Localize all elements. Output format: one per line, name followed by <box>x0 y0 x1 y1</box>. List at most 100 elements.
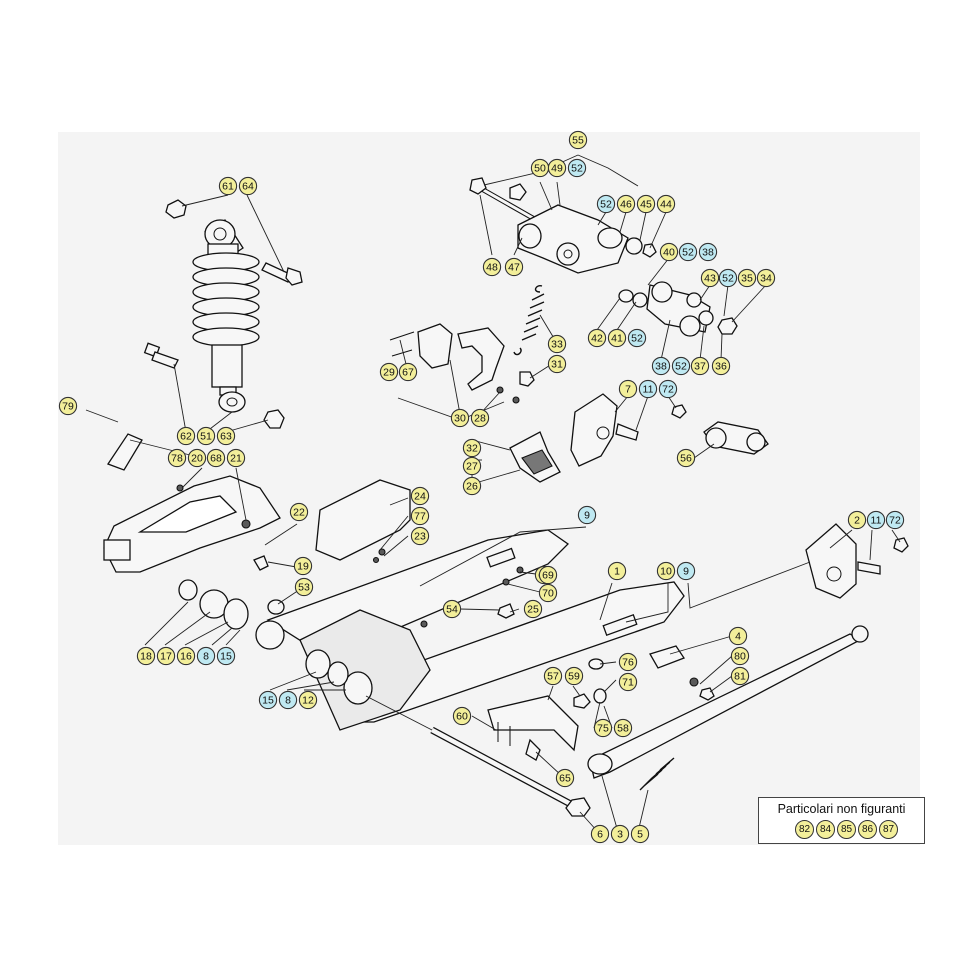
callout-number: 55 <box>572 135 584 147</box>
legend-item: 87 <box>879 820 898 839</box>
callout-47: 47 <box>504 257 524 277</box>
callout-bubble <box>587 328 607 348</box>
callout-bubble <box>730 666 750 686</box>
legend-item: 82 <box>795 820 814 839</box>
callout-bubble <box>607 561 627 581</box>
callout-bubble <box>238 176 258 196</box>
callout-36: 36 <box>711 356 731 376</box>
callout-number: 35 <box>741 273 753 285</box>
callout-number: 65 <box>559 773 571 785</box>
callout-52: 52 <box>627 328 647 348</box>
callout-bubble <box>700 268 720 288</box>
callout-bubble <box>627 328 647 348</box>
callout-bubble <box>462 456 482 476</box>
callout-9: 9 <box>577 505 597 525</box>
callout-bubble <box>678 242 698 262</box>
swingarm-pivot-axle <box>430 726 591 817</box>
callout-bubble <box>196 426 216 446</box>
brake-rod-spring <box>639 757 675 791</box>
callout-bubble <box>450 408 470 428</box>
callout-10: 10 <box>656 561 676 581</box>
callout-bubble <box>58 396 78 416</box>
callout-bubble <box>656 194 676 214</box>
callout-50: 50 <box>530 158 550 178</box>
brake-rod <box>587 625 869 779</box>
callout-number: 29 <box>383 367 395 379</box>
callout-62: 62 <box>176 426 196 446</box>
callout-bubble <box>728 626 748 646</box>
callout-number: 52 <box>631 333 643 345</box>
callout-number: 8 <box>285 695 291 707</box>
callout-45: 45 <box>636 194 656 214</box>
callout-number: 15 <box>262 695 274 707</box>
callout-bubble <box>289 502 309 522</box>
callout-bubble <box>278 690 298 710</box>
callout-bubble <box>613 718 633 738</box>
callout-number: 61 <box>222 181 234 193</box>
callout-43: 43 <box>700 268 720 288</box>
callout-61: 61 <box>218 176 238 196</box>
callout-bubble <box>218 176 238 196</box>
callout-number: 24 <box>414 491 426 503</box>
callout-bubble <box>176 426 196 446</box>
callout-bubble <box>547 158 567 178</box>
callout-number: 20 <box>191 453 203 465</box>
callout-bubble <box>658 379 678 399</box>
callout-bubble <box>567 158 587 178</box>
callout-20: 20 <box>187 448 207 468</box>
callout-52: 52 <box>678 242 698 262</box>
callout-bubble <box>470 408 490 428</box>
callout-number: 59 <box>568 671 580 683</box>
callout-71: 71 <box>618 672 638 692</box>
callout-bubble <box>462 476 482 496</box>
callout-number: 8 <box>203 651 209 663</box>
callout-number: 76 <box>622 657 634 669</box>
shock-lower-bolt <box>143 342 285 429</box>
callout-54: 54 <box>442 599 462 619</box>
callout-76: 76 <box>618 652 638 672</box>
callout-bubble <box>607 328 627 348</box>
callout-bubble <box>482 257 502 277</box>
callout-26: 26 <box>462 476 482 496</box>
callout-number: 5 <box>637 829 643 841</box>
callout-69: 69 <box>538 565 558 585</box>
callout-number: 36 <box>715 361 727 373</box>
callout-bubble <box>293 556 313 576</box>
callout-6: 6 <box>590 824 610 844</box>
callout-64: 64 <box>238 176 258 196</box>
callout-number: 1 <box>614 566 620 578</box>
callout-32: 32 <box>462 438 482 458</box>
callout-59: 59 <box>564 666 584 686</box>
callout-bubble <box>659 242 679 262</box>
callout-bubble <box>206 448 226 468</box>
callout-bubble <box>676 561 696 581</box>
callout-8: 8 <box>196 646 216 666</box>
callout-number: 47 <box>508 262 520 274</box>
callout-number: 51 <box>200 431 212 443</box>
return-spring <box>513 284 545 356</box>
callout-46: 46 <box>616 194 636 214</box>
callout-23: 23 <box>410 526 430 546</box>
legend-item: 85 <box>837 820 856 839</box>
callout-bubble <box>618 672 638 692</box>
callout-number: 28 <box>474 413 486 425</box>
callout-bubble <box>167 448 187 468</box>
callout-bubble <box>638 379 658 399</box>
callout-38: 38 <box>698 242 718 262</box>
callout-number: 63 <box>220 431 232 443</box>
caliper-bracket-upper <box>570 393 687 467</box>
callout-bubble <box>504 257 524 277</box>
dogbone-link <box>703 421 769 455</box>
callout-2: 2 <box>847 510 867 530</box>
callout-bubble <box>656 561 676 581</box>
small-fasteners <box>176 484 607 709</box>
callout-number: 26 <box>466 481 478 493</box>
callout-number: 37 <box>694 361 706 373</box>
lower-link-arm <box>103 475 281 573</box>
callout-number: 44 <box>660 199 672 211</box>
caliper-bracket-lower <box>805 523 909 599</box>
callout-bubble <box>156 646 176 666</box>
callout-bubble <box>410 506 430 526</box>
callout-51: 51 <box>196 426 216 446</box>
